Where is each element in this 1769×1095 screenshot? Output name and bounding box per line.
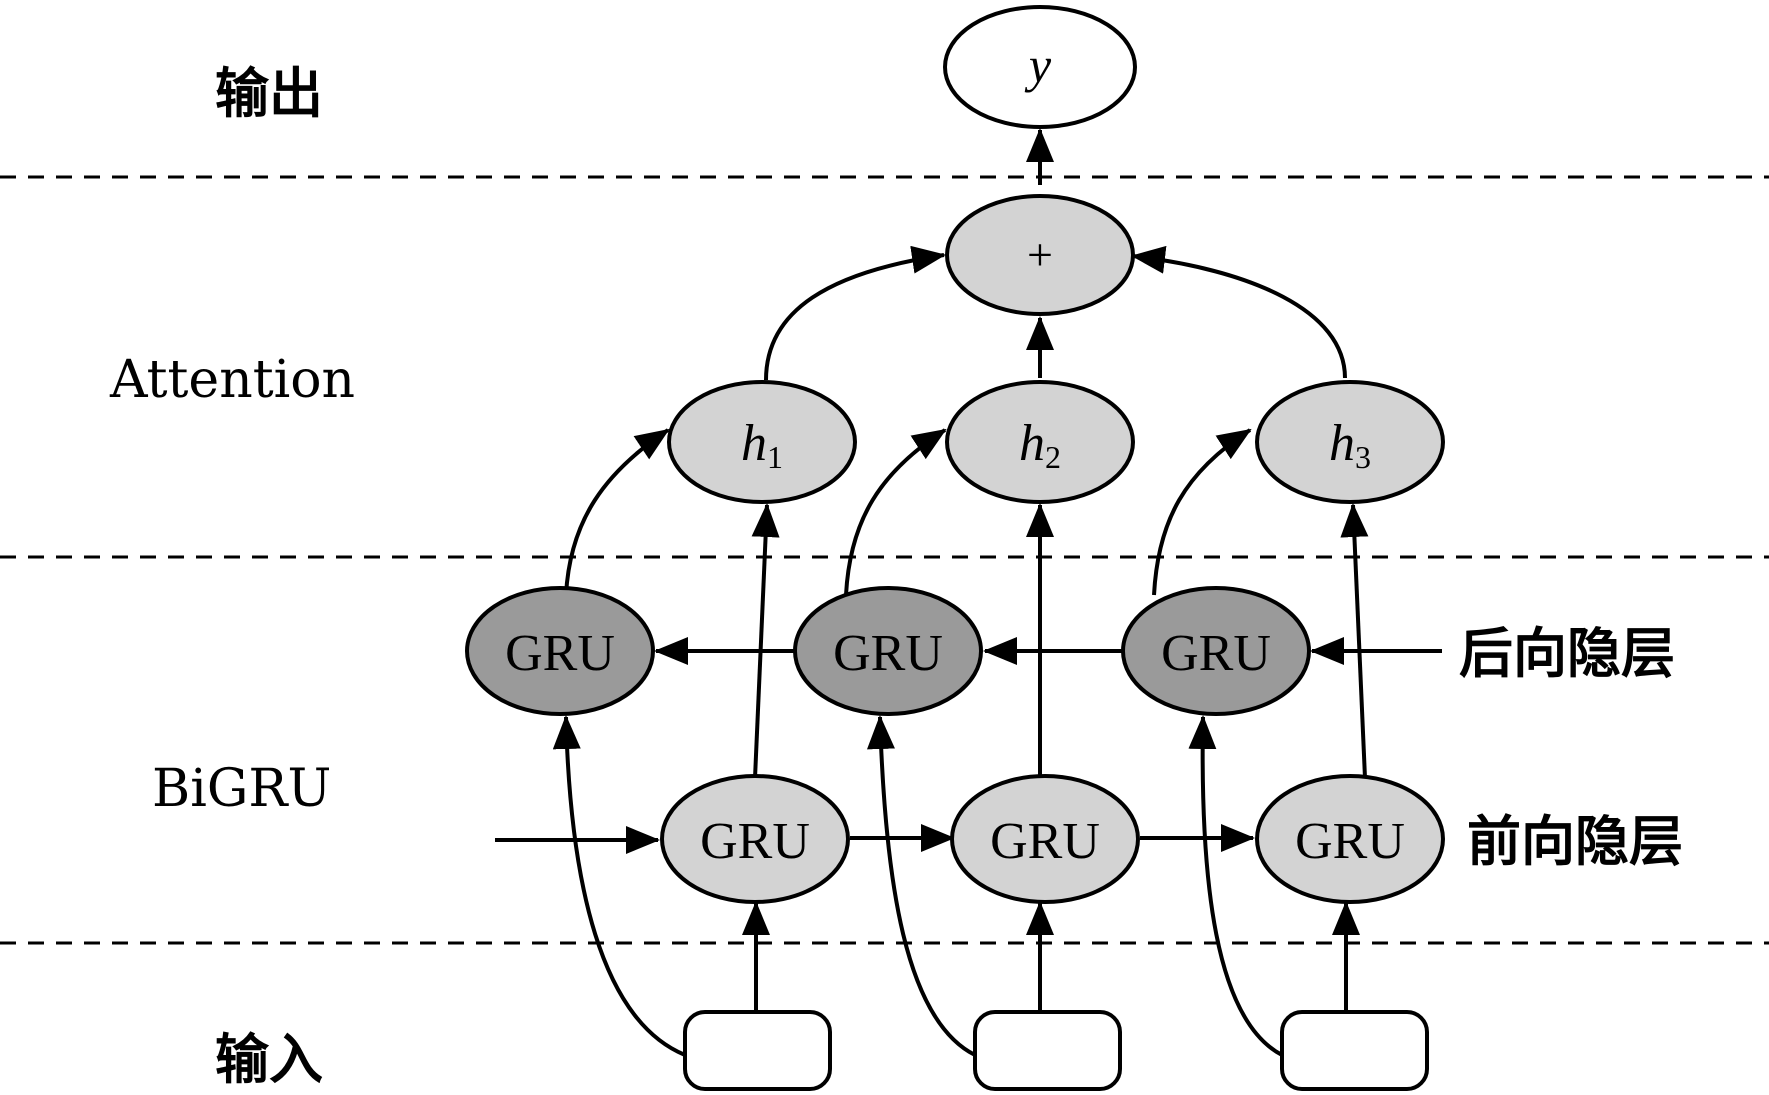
forward-gru-1: GRU [660, 774, 850, 904]
backward-gru-2: GRU [793, 586, 983, 716]
side-label-forward: 前向隐层 [1467, 810, 1683, 873]
edges [495, 128, 1442, 1057]
hidden-node-2-base: h [1019, 415, 1045, 472]
output-node-label: y [1024, 37, 1052, 93]
svg-text:h2: h2 [1019, 415, 1061, 475]
edge-in1-to-bgru1 [552, 715, 686, 1057]
sum-node-label: + [1027, 229, 1053, 280]
forward-gru-3: GRU [1255, 774, 1445, 904]
hidden-node-1-base: h [741, 415, 767, 472]
hidden-node-3: h3 [1255, 380, 1445, 504]
backward-gru-3: GRU [1121, 586, 1311, 716]
forward-gru-2: GRU [950, 774, 1140, 904]
edge-h3-to-sum [1131, 245, 1347, 379]
layer-label-input: 输入 [215, 1028, 323, 1091]
backward-gru-1-label: GRU [505, 625, 615, 682]
forward-gru-1-label: GRU [700, 813, 810, 870]
output-node: y [943, 5, 1137, 129]
edge-bgru3-to-h3 [1152, 428, 1252, 596]
layer-label-bigru: BiGRU [152, 759, 331, 819]
sum-node: + [945, 194, 1135, 316]
hidden-node-3-sub: 3 [1355, 439, 1371, 475]
edge-bgru2-to-h2 [844, 428, 947, 596]
edge-in2-to-bgru2 [866, 715, 976, 1057]
layer-label-output: 输出 [215, 62, 323, 125]
svg-text:h3: h3 [1329, 415, 1371, 475]
edge-bgru1-to-h1 [564, 428, 670, 596]
edge-h1-to-sum [764, 245, 946, 381]
edge-fgru1-to-h1 [751, 503, 780, 779]
forward-gru-2-label: GRU [990, 813, 1100, 870]
hidden-node-2: h2 [945, 380, 1135, 504]
edge-fgru3-to-h3 [1340, 503, 1369, 779]
backward-gru-3-label: GRU [1161, 625, 1271, 682]
input-box-1 [683, 1010, 832, 1091]
input-box-2 [973, 1010, 1122, 1091]
edge-in3-to-bgru3 [1188, 715, 1283, 1057]
backward-gru-1: GRU [465, 586, 655, 716]
input-box-3 [1280, 1010, 1429, 1091]
forward-gru-3-label: GRU [1295, 813, 1405, 870]
backward-gru-2-label: GRU [833, 625, 943, 682]
side-label-backward: 后向隐层 [1459, 622, 1675, 685]
layer-label-attention: Attention [109, 350, 355, 410]
hidden-node-2-sub: 2 [1045, 439, 1061, 475]
hidden-node-1-sub: 1 [767, 439, 783, 475]
hidden-node-1: h1 [667, 380, 857, 504]
hidden-node-3-base: h [1329, 415, 1355, 472]
svg-text:h1: h1 [741, 415, 783, 475]
